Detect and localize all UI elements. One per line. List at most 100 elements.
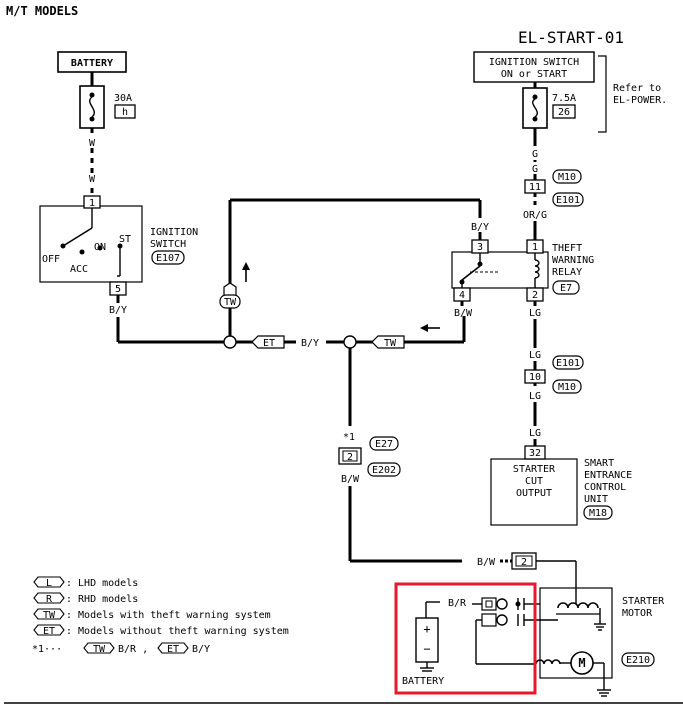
refer-line-2: EL-POWER.	[613, 95, 667, 106]
et-tag-mid-label: ET	[263, 338, 275, 349]
tw-tag-vertical-label: TW	[224, 297, 237, 308]
relay-pin-4: 4	[459, 290, 465, 301]
conn-e27-code: E27	[375, 439, 393, 450]
conn-m10-mid: M10	[558, 382, 576, 393]
conn-starter-2-pin: 2	[521, 557, 527, 568]
wire-b-y-left: B/Y	[109, 305, 127, 316]
ign-code: E107	[156, 253, 180, 264]
conn-32-label: 32	[529, 448, 541, 459]
wire-g1: G	[532, 149, 538, 160]
wire-b-r: B/R	[448, 598, 467, 609]
ign-pos-st: ST	[119, 234, 131, 245]
footnote-tw-tag: TW	[93, 644, 106, 655]
up-arrow	[242, 262, 250, 282]
relay-pin-3: 3	[477, 242, 483, 253]
footnote: *1··· TW B/R , ET B/Y	[32, 642, 210, 655]
starter-motor: M	[535, 587, 613, 697]
theft-warning-relay: 3 1 4 2	[451, 239, 549, 302]
legend-tag-et: ET	[43, 626, 55, 637]
wire-b-y-top: B/Y	[471, 222, 489, 233]
battery-bottom-symbol: + −	[415, 617, 439, 672]
battery-top-label: BATTERY	[71, 58, 113, 69]
sec-label-4: UNIT	[584, 494, 608, 505]
svg-text:+: +	[423, 622, 430, 636]
sec-label-1: SMART	[584, 458, 614, 469]
conn-m10-top: M10	[558, 172, 576, 183]
ignition-feed-box: IGNITION SWITCH ON or START	[473, 51, 595, 83]
legend-text-tw: : Models with theft warning system	[66, 610, 271, 621]
relay-label-1: THEFT	[552, 243, 582, 254]
wire-b-w-relay: B/W	[454, 308, 473, 319]
left-arrow	[420, 324, 440, 332]
legend-tag-r: R	[46, 594, 53, 605]
ign-feed-label-2: ON or START	[501, 69, 567, 80]
legend-tag-tw: TW	[43, 610, 56, 621]
wire-lg3: LG	[529, 391, 541, 402]
conn-e101-top: E101	[556, 195, 580, 206]
svg-text:−: −	[423, 642, 430, 656]
conn-11-label: 11	[529, 182, 541, 193]
sec-label-3: CONTROL	[584, 482, 626, 493]
sec-inner-1: STARTER	[513, 464, 556, 475]
starter-label-2: MOTOR	[622, 608, 653, 619]
fuse-30a-rating: 30A	[114, 93, 132, 104]
section-title: M/T MODELS	[6, 4, 78, 18]
legend-text-et: : Models without theft warning system	[66, 626, 289, 637]
footnote-et-tag: ET	[167, 644, 179, 655]
fuse-7-5a-id: 26	[558, 107, 570, 118]
tw-tag-mid-label: TW	[384, 338, 397, 349]
ign-pos-on: ON	[94, 242, 106, 253]
wire-or-g: OR/G	[523, 210, 547, 221]
highlight-box	[394, 582, 537, 695]
conn-starter-2: 2	[511, 552, 537, 570]
sec-label-2: ENTRANCE	[584, 470, 632, 481]
starter-label-1: STARTER	[622, 596, 665, 607]
fuse-7-5a	[522, 87, 548, 129]
ign-pin-5: 5	[115, 284, 121, 295]
page-code: EL-START-01	[518, 28, 624, 47]
ign-pos-off: OFF	[42, 254, 60, 265]
note-ref-1: *1	[343, 432, 355, 443]
starter-b-terminal	[475, 597, 558, 665]
smart-entrance-control-unit: 32 STARTER CUT OUTPUT	[490, 445, 578, 526]
starter-code: E210	[626, 655, 650, 666]
relay-pin-2: 2	[532, 290, 538, 301]
ign-label-1: IGNITION	[150, 227, 198, 238]
tw-tag-vertical: TW	[219, 282, 241, 309]
ign-feed-label-1: IGNITION SWITCH	[489, 57, 579, 68]
wire-b-w-bottom: B/W	[477, 557, 496, 568]
footnote-prefix: *1···	[32, 644, 62, 655]
ignition-switch: 1 OFF ACC ON ST 5	[39, 195, 143, 296]
wire-lg4: LG	[529, 428, 541, 439]
sec-inner-2: CUT	[525, 476, 543, 487]
sec-code: M18	[589, 508, 607, 519]
relay-label-3: RELAY	[552, 267, 582, 278]
relay-pin-1: 1	[532, 242, 538, 253]
wire-lg1: LG	[529, 308, 541, 319]
footnote-tw-text: B/R ,	[118, 644, 148, 655]
fuse-7-5a-rating: 7.5A	[552, 93, 576, 104]
legend-text-l: : LHD models	[66, 578, 138, 589]
refer-line-1: Refer to	[613, 83, 661, 94]
battery-top-box: BATTERY	[57, 51, 127, 73]
et-tag-mid: ET	[251, 335, 285, 349]
wire-w2: W	[89, 174, 96, 185]
ign-pos-acc: ACC	[70, 264, 88, 275]
legend-item-r: R : RHD models	[33, 592, 138, 605]
ign-pin-1: 1	[89, 198, 95, 209]
legend-item-tw: TW : Models with theft warning system	[33, 608, 271, 621]
svg-text:M: M	[578, 656, 585, 670]
conn-e27-pin: 2	[347, 452, 353, 463]
legend-text-r: : RHD models	[66, 594, 138, 605]
wire-b-w-e27: B/W	[341, 474, 360, 485]
conn-e202-code: E202	[372, 465, 396, 476]
conn-e101-mid: E101	[556, 358, 580, 369]
sec-inner-3: OUTPUT	[516, 488, 552, 499]
relay-code: E7	[560, 283, 572, 294]
legend-tag-l: L	[46, 578, 52, 589]
junction-right	[343, 335, 357, 349]
wire-lg2: LG	[529, 350, 541, 361]
fuse-30a-id: h	[122, 107, 128, 118]
ign-label-2: SWITCH	[150, 239, 186, 250]
